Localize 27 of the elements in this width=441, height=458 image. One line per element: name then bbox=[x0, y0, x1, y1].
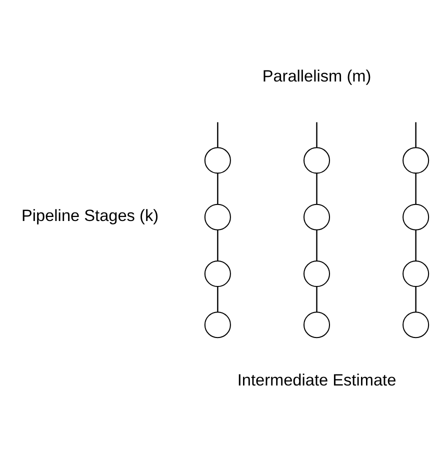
connector bbox=[316, 286, 318, 312]
connector bbox=[217, 229, 218, 260]
connector bbox=[217, 172, 218, 204]
node-circle bbox=[303, 203, 330, 230]
node-circle bbox=[204, 203, 231, 230]
connector bbox=[415, 229, 416, 260]
connector bbox=[217, 122, 218, 147]
label: Pipeline Stages (k) bbox=[22, 206, 159, 224]
node-circle bbox=[204, 146, 231, 174]
connector bbox=[316, 229, 318, 260]
node-circle bbox=[204, 260, 231, 287]
label: Intermediate Estimate bbox=[237, 370, 396, 389]
connector bbox=[415, 122, 416, 147]
node-circle bbox=[402, 146, 430, 174]
node-circle bbox=[303, 146, 330, 174]
connector bbox=[217, 286, 218, 312]
label: Parallelism (m) bbox=[262, 66, 372, 85]
node-circle bbox=[402, 203, 430, 230]
connector bbox=[316, 122, 318, 147]
connector bbox=[316, 172, 318, 204]
connector bbox=[415, 286, 416, 312]
connector bbox=[415, 172, 416, 204]
node-circle bbox=[402, 260, 430, 287]
node-circle bbox=[204, 311, 231, 338]
node-circle bbox=[303, 260, 330, 287]
node-circle bbox=[303, 311, 330, 338]
node-circle bbox=[402, 311, 430, 338]
